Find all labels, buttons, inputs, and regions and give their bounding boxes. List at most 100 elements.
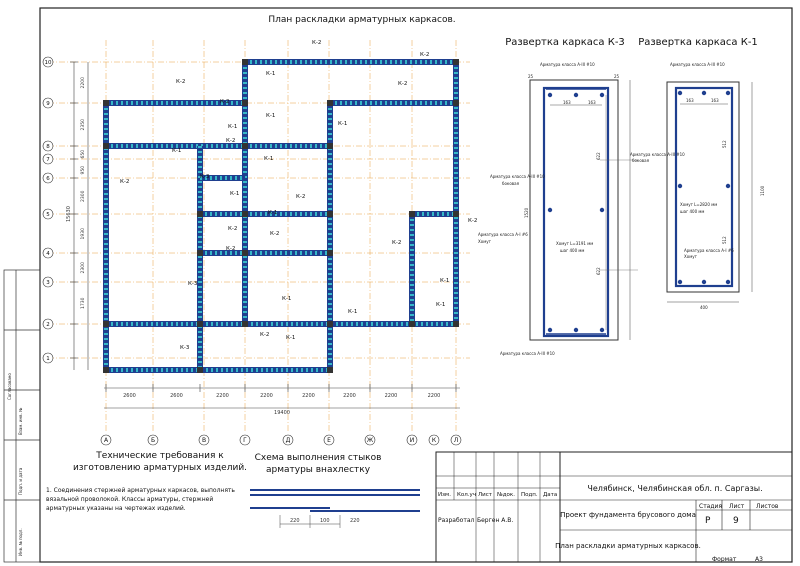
k1-dim-163b: 163 <box>711 98 719 103</box>
k3-clamp: Арматура класса А-I #6 <box>478 232 528 237</box>
axis-bubble-letter <box>323 434 335 446</box>
frame-node <box>242 59 248 65</box>
frame-label: К-1 <box>282 296 291 302</box>
row-dimension: 2300 <box>80 190 86 202</box>
req-title-1: Технические требования к <box>95 451 224 461</box>
frame-node <box>242 211 248 217</box>
frame-label: К-2 <box>398 81 407 87</box>
frame-label: К-2 <box>420 52 429 58</box>
frame-label: К-3 <box>200 174 210 180</box>
frame-node <box>103 321 109 327</box>
frame-node <box>327 211 333 217</box>
axis-label-letter: А <box>104 437 109 444</box>
tb-col-list: Лист <box>478 492 493 498</box>
stamp-sign-date: Подп. и дата <box>18 467 23 495</box>
k3-stirrup-step: шаг 400 мм <box>560 248 584 253</box>
frame-node <box>242 100 248 106</box>
row-dimension: 650 <box>80 150 86 159</box>
row-dimension: 1930 <box>80 228 86 240</box>
tb-project: Проект фундамента брусового дома <box>560 511 696 519</box>
row-dimension: 2300 <box>80 262 86 274</box>
tb-stage-value: Р <box>705 516 711 526</box>
frame-label: К-1 <box>268 210 277 216</box>
frame-label: К-2 <box>228 226 237 232</box>
bay-dimension: 2600 <box>170 393 183 399</box>
axis-bubble-number <box>42 276 54 288</box>
frame-label: К-2 <box>392 240 401 246</box>
axis-bubble-letter <box>239 434 251 446</box>
frame-label: К-1 <box>264 156 273 162</box>
frame-label: К-1 <box>440 278 449 284</box>
splice-title-2: арматуры внахлестку <box>266 465 371 475</box>
bay-dimension: 2200 <box>428 393 441 399</box>
k1-top-bar: Арматура класса А-III #10 <box>670 62 725 67</box>
axis-bubble-number <box>42 172 54 184</box>
frame-label: К-1 <box>436 302 445 308</box>
k1-dim-1100: 1100 <box>760 185 765 196</box>
k3-stirrup: Хомут L=3191 мм <box>556 241 593 246</box>
frame-label: К-2 <box>176 79 185 85</box>
axis-label-number: 4 <box>46 251 50 257</box>
frame-label: К-1 <box>172 148 181 154</box>
splice-scheme <box>250 489 420 528</box>
axis-bubble-number <box>42 140 54 152</box>
frame-node <box>327 143 333 149</box>
frame-label: К-1 <box>338 121 347 127</box>
axis-bubble-number <box>42 318 54 330</box>
plan-title: План раскладки арматурных каркасов. <box>268 15 455 25</box>
axis-label-letter: Е <box>327 437 331 444</box>
k1-elevation <box>666 81 753 303</box>
axis-label-number: 10 <box>45 60 52 66</box>
bay-dimension: 2200 <box>216 393 229 399</box>
tb-col-izm: Изм. <box>438 492 451 498</box>
frame-node <box>103 100 109 106</box>
splice-dim-a: 220 <box>290 518 300 524</box>
stamp-inv-orig: Инв. № подл. <box>18 528 23 556</box>
k3-side-bar-sub: боковая <box>502 181 520 186</box>
frame-node <box>197 367 203 373</box>
k3-title: Развертка каркаса К-3 <box>505 37 625 48</box>
tb-sheets-label: Листов <box>756 503 779 510</box>
axis-label-letter: Д <box>286 437 291 444</box>
frame-node <box>242 321 248 327</box>
tb-format-value: А3 <box>755 556 763 563</box>
reinforcement-plan <box>103 59 459 373</box>
left-stamp <box>3 269 41 563</box>
bay-dimension: 2200 <box>260 393 273 399</box>
row-total-dimension: 15630 <box>66 206 72 222</box>
k1-dim-512b: 512 <box>722 236 727 244</box>
axis-label-number: 3 <box>46 280 50 286</box>
tb-format-label: Формат <box>712 556 737 563</box>
frame-node <box>453 211 459 217</box>
tb-col-ndok: №док. <box>497 492 515 498</box>
k1-dim-512a: 512 <box>722 140 727 148</box>
axis-label-letter: Б <box>151 437 155 444</box>
axis-label-number: 8 <box>46 144 50 150</box>
frame-label: К-2 <box>120 179 129 185</box>
frame-label: К-3 <box>188 281 198 287</box>
frame-node <box>453 100 459 106</box>
frame-node <box>327 250 333 256</box>
k3-dim-622a: 622 <box>596 152 601 160</box>
axis-bubble-number <box>42 208 54 220</box>
req-line-1: 1. Соединения стержней арматурных каркас… <box>46 487 235 494</box>
k3-dim-25b: 25 <box>614 74 620 79</box>
k1-dim-400: 400 <box>700 305 708 310</box>
k3-side-bar: Арматура класса А-III #10 <box>490 174 545 179</box>
axis-label-letter: И <box>410 437 415 444</box>
k3-dim-163b: 163 <box>588 100 596 105</box>
axis-label-number: 2 <box>46 322 50 328</box>
stamp-agreed: Согласовано <box>7 373 12 400</box>
bay-dimension: 2200 <box>302 393 315 399</box>
k1-clamp: Арматура класса А-I #6 <box>684 248 734 253</box>
row-dimension: 2350 <box>80 119 86 131</box>
tb-sheet-value: 9 <box>733 516 739 526</box>
total-length: 19400 <box>274 410 290 416</box>
frame-label: К-2 <box>296 194 305 200</box>
frame-label: К-1 <box>348 309 357 315</box>
axis-label-number: 5 <box>46 212 50 218</box>
k1-side-bar: Арматура класса А-III #10 <box>630 152 685 157</box>
row-dimension: 950 <box>80 166 86 175</box>
frame-node <box>103 367 109 373</box>
